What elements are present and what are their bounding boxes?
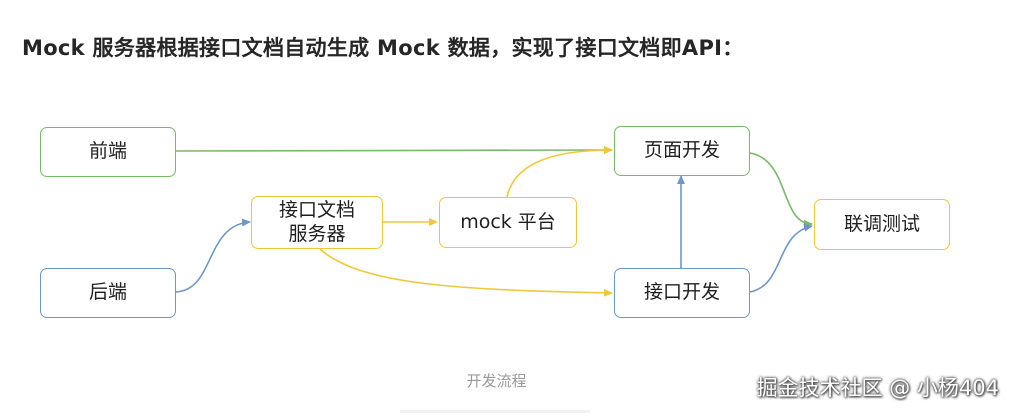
node-api-dev: 接口开发 <box>614 268 750 318</box>
node-frontend: 前端 <box>40 127 176 177</box>
node-page-dev-label: 页面开发 <box>643 139 720 162</box>
node-mock-platform-label: mock 平台 <box>460 210 556 233</box>
node-backend-label: 后端 <box>88 281 127 304</box>
page-heading: Mock 服务器根据接口文档自动生成 Mock 数据，实现了接口文档即API： <box>22 36 744 60</box>
node-integration-test-label: 联调测试 <box>843 212 920 235</box>
node-page-dev: 页面开发 <box>614 126 750 176</box>
edge-api-dev-to-integration <box>749 223 813 293</box>
node-backend: 后端 <box>40 268 176 318</box>
node-integration-test: 联调测试 <box>814 199 950 250</box>
edge-page-dev-to-integration <box>749 152 813 228</box>
watermark: 掘金技术社区 @ 小杨404 <box>756 376 999 400</box>
node-api-doc-server-label-line2: 服务器 <box>288 222 346 245</box>
edge-mock-to-page-dev <box>506 146 613 198</box>
edge-backend-to-doc-server <box>175 218 251 293</box>
caption-divider <box>400 410 590 413</box>
edge-frontend-to-page-dev <box>175 146 613 155</box>
edge-doc-server-to-api-dev <box>319 248 613 297</box>
node-api-doc-server-label-line1: 接口文档 <box>278 198 355 221</box>
node-api-doc-server: 接口文档 服务器 <box>251 196 383 249</box>
node-frontend-label: 前端 <box>88 140 127 163</box>
diagram-caption: 开发流程 <box>466 372 527 390</box>
node-api-dev-label: 接口开发 <box>643 281 720 304</box>
node-mock-platform: mock 平台 <box>439 197 577 248</box>
